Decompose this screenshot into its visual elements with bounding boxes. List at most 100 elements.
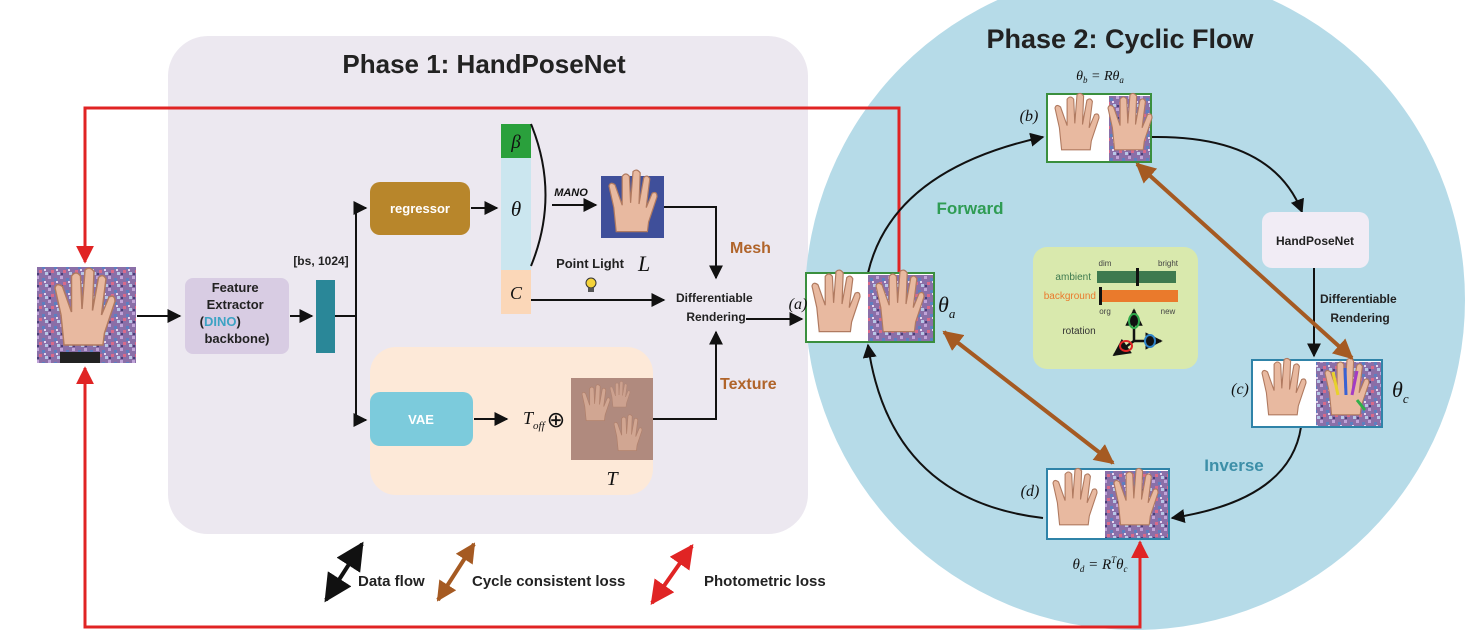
t-label: T bbox=[606, 468, 619, 490]
node-a-theta: θa bbox=[938, 292, 956, 321]
light-bulb-icon bbox=[585, 277, 597, 292]
legend-data-flow: Data flow bbox=[358, 573, 425, 590]
mano-label: MANO bbox=[554, 187, 588, 199]
node-d-eq-base: θ bbox=[1072, 557, 1080, 573]
phase2-title: Phase 2: Cyclic Flow bbox=[986, 24, 1254, 54]
node-d bbox=[1046, 467, 1170, 540]
inverse-label: Inverse bbox=[1204, 456, 1264, 475]
panel-ambient-label: ambient bbox=[1055, 272, 1091, 283]
node-d-eq-sub2: c bbox=[1124, 564, 1128, 574]
legend-cycle-loss-icon bbox=[436, 542, 476, 602]
renderer-label: Differentiable Rendering bbox=[676, 291, 756, 324]
flow-d-to-a bbox=[862, 343, 1044, 519]
rotation-axes-icon bbox=[1112, 308, 1163, 357]
node-c-theta-base: θ bbox=[1392, 377, 1403, 402]
node-c-theta: θc bbox=[1392, 377, 1409, 406]
t-off-base: T bbox=[523, 408, 535, 428]
node-b-eq-rest: = Rθ bbox=[1088, 69, 1120, 84]
renderer2-line1: Differentiable bbox=[1320, 292, 1397, 306]
renderer-line2: Rendering bbox=[686, 310, 745, 324]
node-d-eq-rest2: θ bbox=[1116, 557, 1124, 573]
legend-data-flow-icon bbox=[324, 541, 364, 603]
photometric-loop-top bbox=[76, 106, 908, 302]
phase1-title: Phase 1: HandPoseNet bbox=[342, 49, 626, 79]
node-a bbox=[805, 269, 935, 343]
node-d-eq-rest: = R bbox=[1084, 557, 1111, 573]
regressor-label: regressor bbox=[390, 201, 450, 216]
node-d-tag: (d) bbox=[1021, 483, 1040, 500]
cycle-loss-b-c bbox=[1135, 162, 1354, 360]
arrow-texture-renderer bbox=[653, 330, 723, 420]
dino-label: DINO bbox=[204, 314, 237, 329]
point-light-symbol: L bbox=[637, 251, 650, 276]
panel-bright-label: bright bbox=[1158, 259, 1179, 268]
node-a-theta-sub: a bbox=[949, 306, 956, 321]
flow-a-to-b bbox=[867, 132, 1045, 274]
flow-c-to-d bbox=[1170, 426, 1302, 524]
node-d-equation: θd = RTθc bbox=[1072, 555, 1127, 574]
legend: Data flow Cycle consistent loss Photomet… bbox=[324, 541, 826, 605]
handposenet-label: HandPoseNet bbox=[1276, 234, 1354, 248]
node-b-eq-base: θ bbox=[1076, 69, 1083, 84]
c-box bbox=[501, 270, 531, 314]
params-bracket bbox=[530, 123, 547, 267]
panel-new-label: new bbox=[1161, 307, 1176, 316]
node-b bbox=[1046, 92, 1153, 163]
node-b-tag: (b) bbox=[1020, 108, 1039, 125]
feature-extractor-paren-close: ) bbox=[236, 314, 240, 329]
texture-label: Texture bbox=[720, 376, 777, 393]
feature-dim-label: [bs, 1024] bbox=[293, 254, 348, 268]
forward-label: Forward bbox=[936, 199, 1003, 218]
point-light-label: Point Light bbox=[556, 256, 625, 271]
input-image bbox=[37, 267, 136, 363]
legend-photometric-icon bbox=[650, 544, 694, 605]
oplus-symbol: ⊕ bbox=[547, 407, 565, 432]
panel-dim-label: dim bbox=[1099, 259, 1112, 268]
t-off-label: Toff bbox=[523, 408, 547, 432]
panel-rotation-label: rotation bbox=[1062, 326, 1095, 337]
node-d-eq-sub: d bbox=[1080, 564, 1085, 574]
mesh-label: Mesh bbox=[730, 240, 771, 257]
node-a-tag: (a) bbox=[789, 296, 808, 313]
regressor-box bbox=[370, 182, 470, 235]
control-panel: dim bright ambient background org new ro… bbox=[1033, 247, 1198, 369]
feature-extractor-line1: Feature bbox=[212, 280, 259, 295]
legend-cycle-loss: Cycle consistent loss bbox=[472, 573, 625, 590]
arrow-mesh-renderer bbox=[664, 206, 723, 280]
node-c-tag: (c) bbox=[1231, 381, 1249, 398]
beta-box bbox=[501, 124, 531, 158]
renderer-line1: Differentiable bbox=[676, 291, 753, 305]
feature-extractor-line4: backbone) bbox=[204, 331, 269, 346]
node-d-eq-sup: T bbox=[1111, 555, 1117, 565]
feature-extractor-label: Feature Extractor (DINO) backbone) bbox=[200, 280, 270, 346]
node-b-equation: θb = Rθa bbox=[1076, 69, 1124, 85]
feature-extractor-line2: Extractor bbox=[207, 297, 264, 312]
node-b-eq-sub: b bbox=[1083, 75, 1088, 85]
vae-box bbox=[370, 392, 473, 446]
texture-map-image bbox=[571, 378, 653, 460]
node-b-eq-sub2: a bbox=[1119, 75, 1124, 85]
node-a-theta-base: θ bbox=[938, 292, 949, 317]
panel-org-label: org bbox=[1099, 307, 1111, 316]
renderer2-line2: Rendering bbox=[1330, 311, 1389, 325]
ambient-slider-knob bbox=[1136, 268, 1139, 286]
c-label: C bbox=[510, 283, 523, 303]
mano-mesh-image bbox=[601, 169, 664, 238]
beta-label: β bbox=[510, 132, 521, 153]
vae-label: VAE bbox=[408, 412, 434, 427]
node-c-theta-sub: c bbox=[1403, 391, 1409, 406]
legend-photometric: Photometric loss bbox=[704, 573, 826, 590]
background-slider-knob bbox=[1099, 287, 1102, 305]
t-off-sub: off bbox=[533, 420, 547, 432]
feature-extractor-box bbox=[185, 278, 289, 354]
cycle-loss-a-d bbox=[942, 330, 1115, 465]
feature-vector bbox=[316, 280, 335, 353]
panel-background-label: background bbox=[1044, 291, 1096, 302]
node-c bbox=[1251, 357, 1383, 428]
theta-box bbox=[501, 158, 531, 270]
feature-extractor-paren-open: ( bbox=[200, 314, 205, 329]
theta-label: θ bbox=[511, 197, 521, 221]
photometric-loop-bottom bbox=[76, 366, 1149, 629]
